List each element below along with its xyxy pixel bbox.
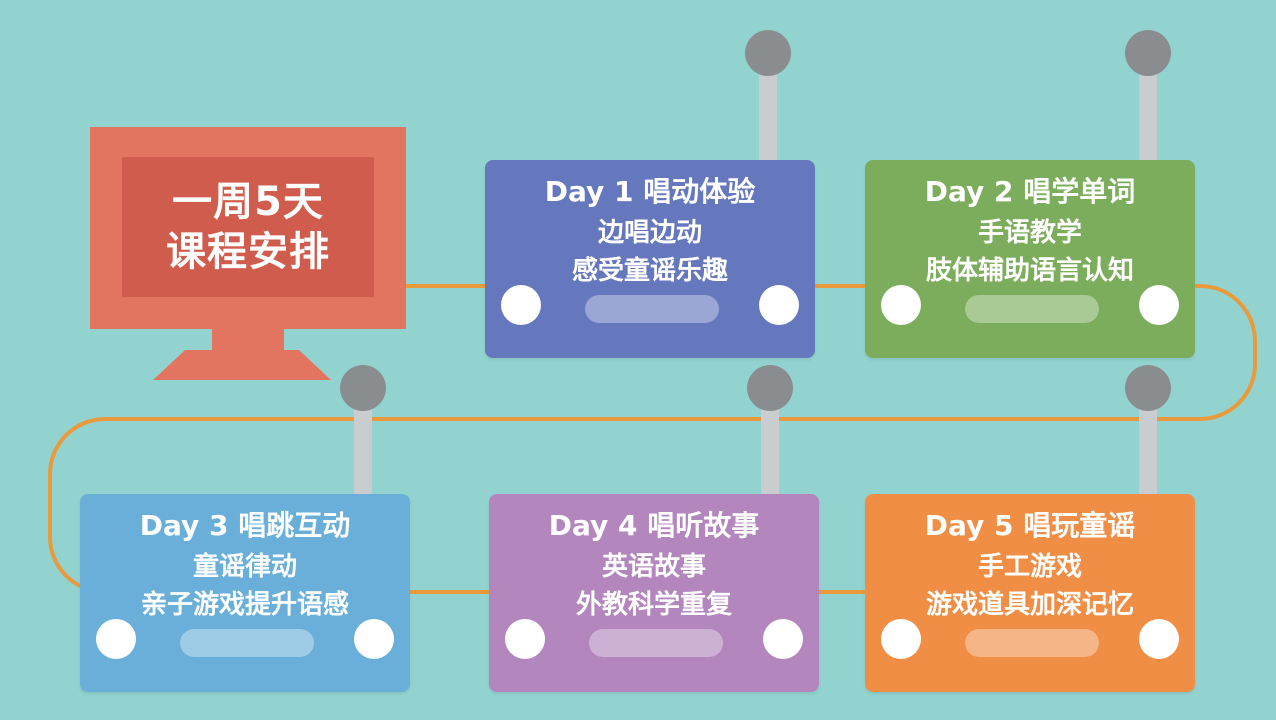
day5-hole-left — [881, 619, 921, 659]
day3-slot — [180, 629, 314, 657]
day2-hole-left — [881, 285, 921, 325]
day5-title: Day 5 唱玩童谣 — [924, 509, 1136, 542]
day4-line2: 外教科学重复 — [575, 590, 732, 620]
post-day3 — [354, 398, 372, 498]
day5-card: Day 5 唱玩童谣 手工游戏 游戏道具加深记忆 — [865, 494, 1195, 692]
day1-title: Day 1 唱动体验 — [544, 175, 756, 208]
day3-hole-left — [96, 619, 136, 659]
day5-slot — [965, 629, 1099, 657]
day5-line1: 手工游戏 — [977, 552, 1082, 582]
day2-title: Day 2 唱学单词 — [924, 175, 1136, 208]
day5-line2: 游戏道具加深记忆 — [925, 590, 1134, 620]
day5-hole-right — [1139, 619, 1179, 659]
knob-day3 — [340, 365, 386, 411]
day2-hole-right — [1139, 285, 1179, 325]
knob-day5 — [1125, 365, 1171, 411]
monitor-neck — [212, 329, 284, 352]
knob-day1 — [745, 30, 791, 76]
day3-line1: 童谣律动 — [192, 552, 297, 582]
monitor-title-line2: 课程安排 — [166, 229, 330, 275]
knob-day4 — [747, 365, 793, 411]
day1-hole-left — [501, 285, 541, 325]
day4-hole-right — [763, 619, 803, 659]
day3-line2: 亲子游戏提升语感 — [140, 590, 349, 620]
day2-card: Day 2 唱学单词 手语教学 肢体辅助语言认知 — [865, 160, 1195, 358]
day3-hole-right — [354, 619, 394, 659]
day2-line1: 手语教学 — [977, 218, 1082, 248]
day4-slot — [589, 629, 723, 657]
day2-line2: 肢体辅助语言认知 — [925, 256, 1134, 286]
day4-title: Day 4 唱听故事 — [548, 509, 760, 542]
day2-slot — [965, 295, 1099, 323]
day4-card: Day 4 唱听故事 英语故事 外教科学重复 — [489, 494, 819, 692]
day3-title: Day 3 唱跳互动 — [139, 509, 351, 542]
post-day4 — [761, 398, 779, 498]
post-day1 — [759, 64, 777, 164]
post-day5 — [1139, 398, 1157, 498]
day1-hole-right — [759, 285, 799, 325]
monitor-screen: 一周5天 课程安排 — [122, 157, 374, 297]
day3-card: Day 3 唱跳互动 童谣律动 亲子游戏提升语感 — [80, 494, 410, 692]
day4-hole-left — [505, 619, 545, 659]
monitor-frame: 一周5天 课程安排 — [90, 127, 406, 329]
day1-line2: 感受童谣乐趣 — [571, 256, 728, 286]
day1-slot — [585, 295, 719, 323]
day1-line1: 边唱边动 — [597, 218, 702, 248]
day4-line1: 英语故事 — [601, 552, 706, 582]
monitor-stand — [153, 350, 331, 380]
day1-card: Day 1 唱动体验 边唱边动 感受童谣乐趣 — [485, 160, 815, 358]
knob-day2 — [1125, 30, 1171, 76]
monitor-title-line1: 一周5天 — [172, 179, 324, 225]
post-day2 — [1139, 64, 1157, 164]
